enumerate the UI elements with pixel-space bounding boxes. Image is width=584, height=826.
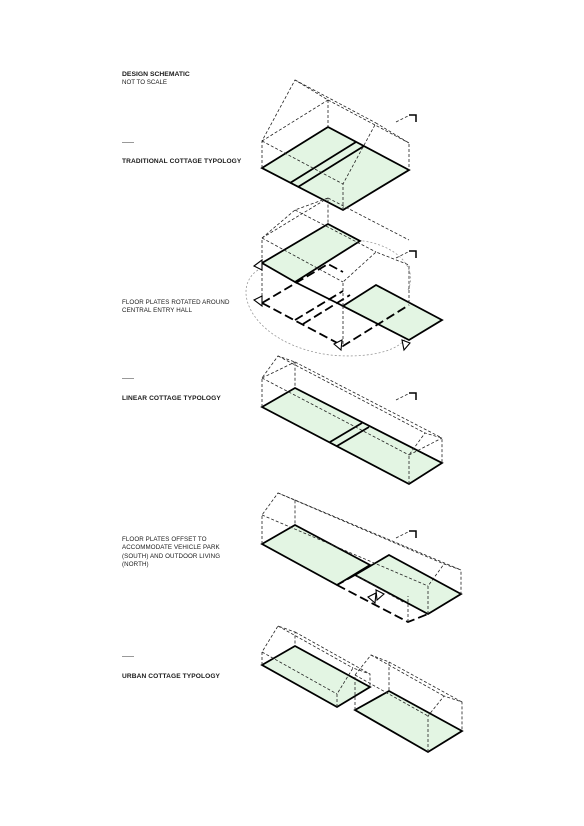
label-urban-cottage: URBAN COTTAGE TYPOLOGY (122, 673, 221, 680)
schematic-title: DESIGN SCHEMATIC (122, 71, 190, 78)
label-floor-plates-offset: FLOOR PLATES OFFSET TO ACCOMMODATE VEHIC… (122, 536, 221, 569)
label-linear-cottage: LINEAR COTTAGE TYPOLOGY (122, 395, 221, 402)
schematic-subtitle: NOT TO SCALE (122, 79, 168, 86)
traditional-cottage-diagram (260, 79, 417, 212)
design-schematic-title: DESIGN SCHEMATIC NOT TO SCALE (122, 71, 190, 86)
label-traditional-cottage: TRADITIONAL COTTAGE TYPOLOGY (122, 158, 242, 165)
divider-line (122, 378, 134, 379)
divider-line (122, 656, 134, 657)
urban-cottage-diagram (260, 625, 464, 754)
label-floor-plates-rotated: FLOOR PLATES ROTATED AROUND CENTRAL ENTR… (122, 299, 230, 315)
linear-cottage-diagram (260, 355, 444, 486)
offset-floor-plates-diagram (260, 492, 463, 623)
rotated-floor-plates-diagram (245, 197, 444, 357)
divider-line (122, 142, 134, 143)
